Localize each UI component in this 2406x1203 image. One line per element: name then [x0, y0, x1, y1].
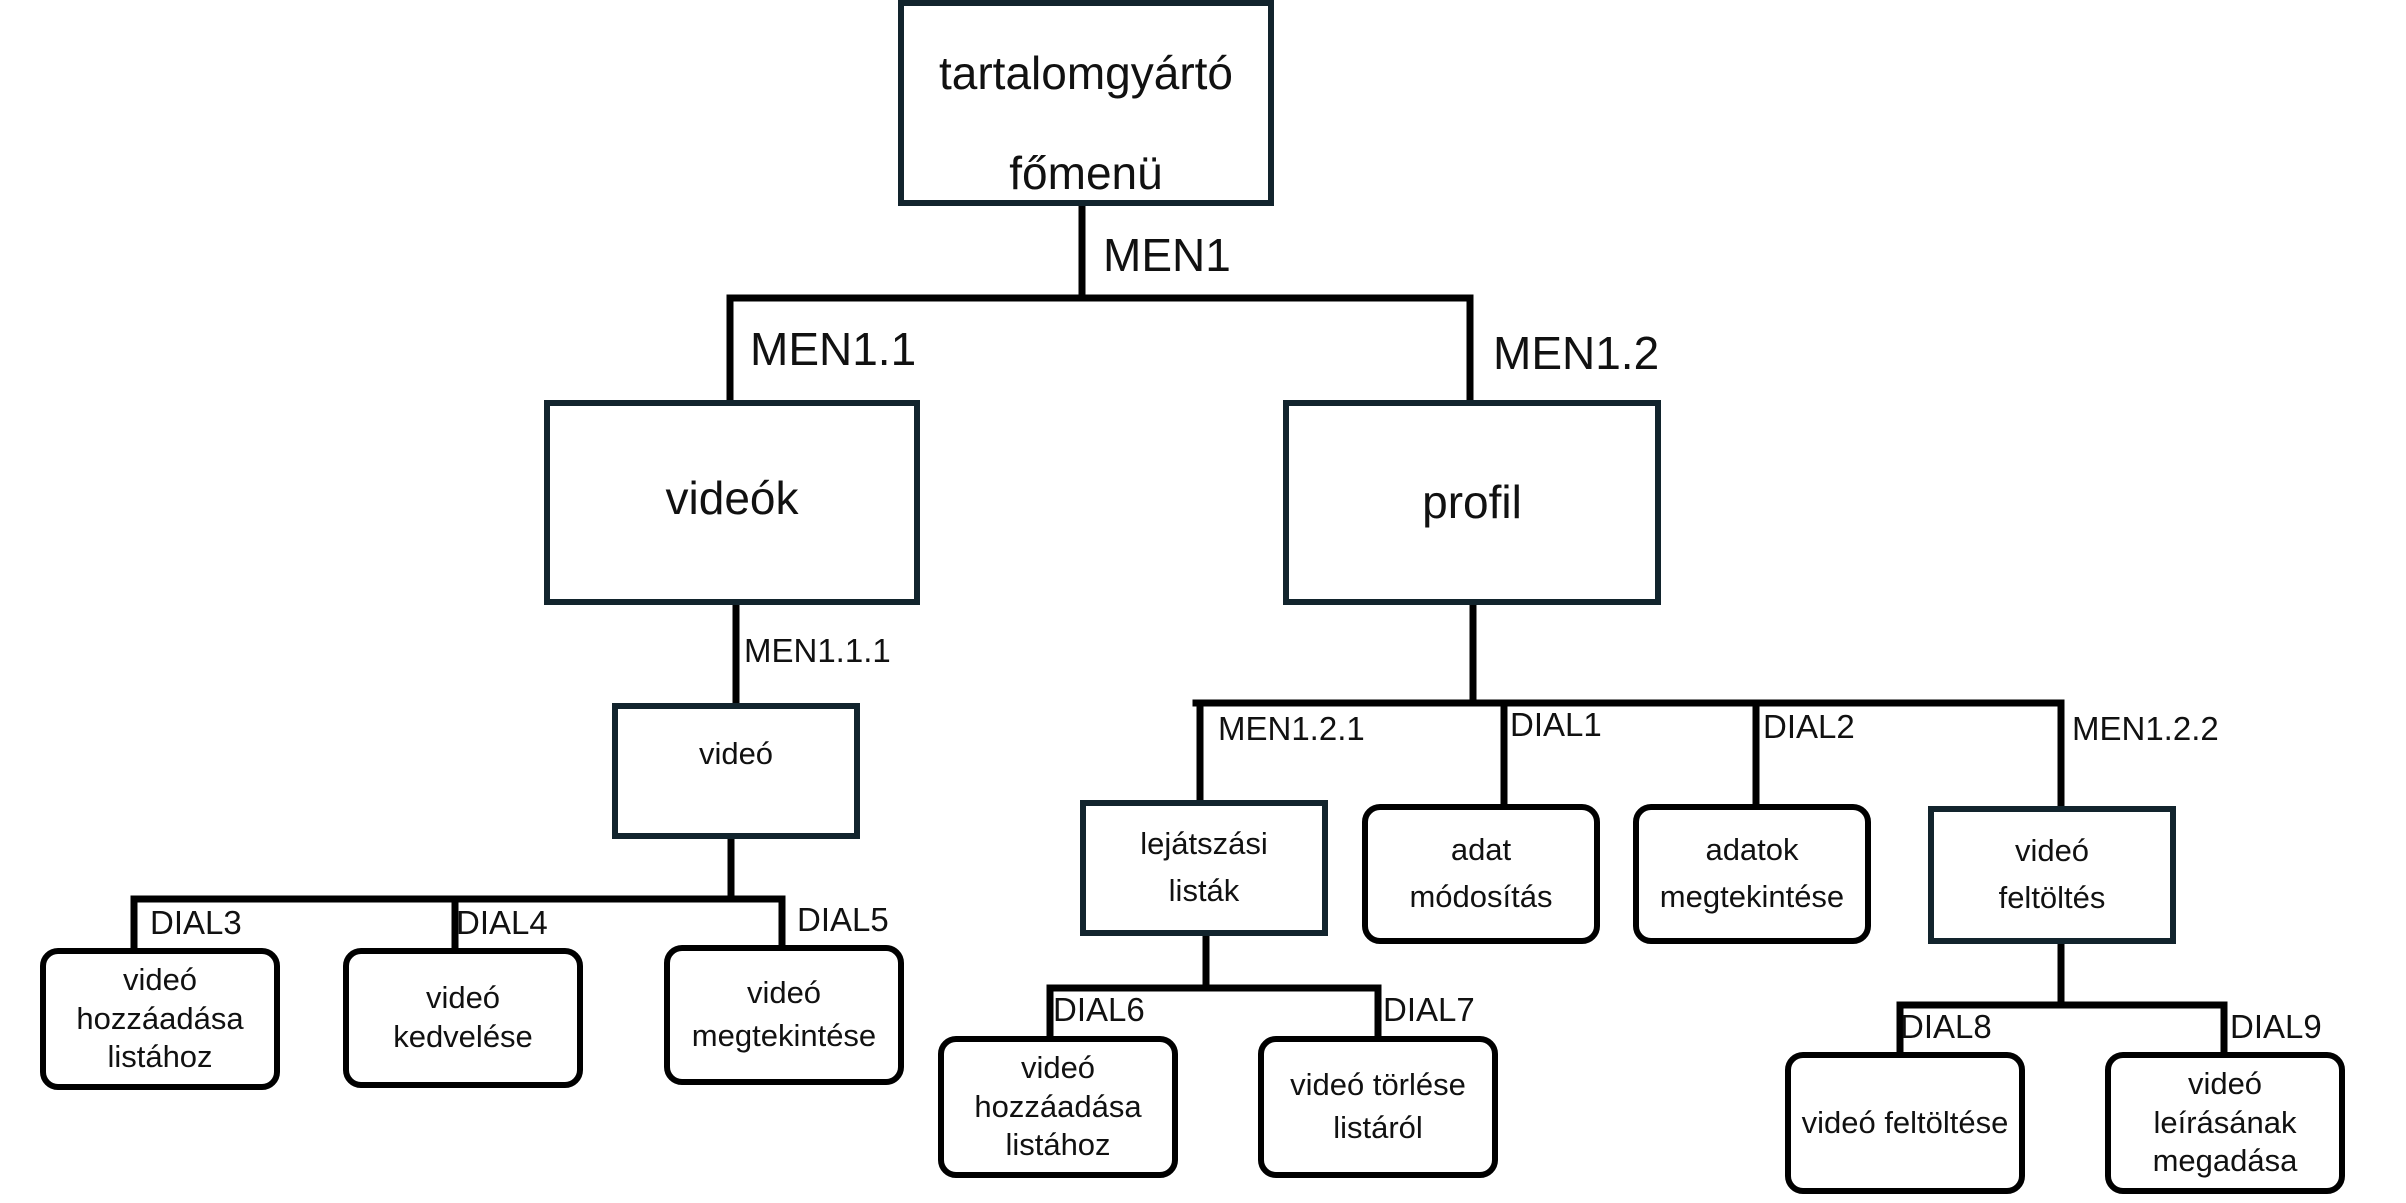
video-menu-label: videó: [698, 736, 774, 771]
dial6-line3: listához: [1005, 1127, 1111, 1163]
dial9-line3: megadása: [2152, 1143, 2298, 1179]
label-dial5: DIAL5: [797, 901, 889, 938]
label-dial6: DIAL6: [1053, 991, 1145, 1028]
playlists-menu-line2: listák: [1168, 873, 1240, 908]
label-dial9: DIAL9: [2230, 1008, 2322, 1045]
label-dial8: DIAL8: [1900, 1008, 1992, 1045]
video-upload-line2: feltöltés: [1998, 880, 2106, 915]
view-data-dialog: adatok megtekintése: [1633, 804, 1871, 944]
dial5-line2: megtekintése: [691, 1018, 877, 1053]
label-men1: MEN1: [1103, 229, 1231, 281]
view-data-line2: megtekintése: [1659, 879, 1845, 914]
upload-video-dialog: videó feltöltése: [1785, 1052, 2025, 1194]
dial9-line2: leírásának: [2153, 1104, 2297, 1140]
video-menu-box: videó: [612, 703, 860, 839]
main-menu-title: tartalomgyártó: [938, 47, 1233, 99]
main-menu-subtitle: főmenü: [1009, 147, 1163, 199]
edit-data-line2: módosítás: [1409, 879, 1553, 914]
like-video-dialog: videó kedvelése: [343, 948, 583, 1088]
video-description-dialog: videó leírásának megadása: [2105, 1052, 2345, 1194]
dial5-line1: videó: [746, 975, 822, 1011]
dial3-line2: hozzáadása: [76, 1000, 244, 1036]
label-men1-2: MEN1.2: [1493, 327, 1660, 379]
dial4-line2: kedvelése: [393, 1019, 533, 1054]
view-data-line1: adatok: [1705, 832, 1799, 868]
label-men1-1: MEN1.1: [750, 323, 917, 375]
playlists-menu-line1: lejátszási: [1140, 826, 1268, 862]
label-dial2: DIAL2: [1763, 708, 1855, 745]
watch-video-dialog: videó megtekintése: [664, 945, 904, 1085]
dial6-line2: hozzáadása: [974, 1088, 1142, 1124]
label-men1-2-1: MEN1.2.1: [1218, 710, 1365, 747]
profile-menu-label: profil: [1422, 475, 1522, 528]
label-men1-1-1: MEN1.1.1: [744, 632, 891, 669]
dial7-line2: listáról: [1333, 1110, 1423, 1145]
profile-menu-box: profil: [1283, 400, 1661, 605]
dial6-line1: videó: [1020, 1049, 1096, 1085]
add-video-to-list-dialog: videó hozzáadása listához: [938, 1036, 1178, 1178]
dial3-line1: videó: [122, 961, 198, 997]
label-men1-2-2: MEN1.2.2: [2072, 710, 2219, 747]
videos-menu-box: videók: [544, 400, 920, 605]
dial9-line1: videó: [2187, 1065, 2263, 1101]
videos-menu-label: videók: [665, 471, 799, 524]
delete-from-list-dialog: videó törlése listáról: [1258, 1036, 1498, 1178]
video-upload-menu-box: videó feltöltés: [1928, 806, 2176, 944]
edit-data-dialog: adat módosítás: [1362, 804, 1600, 944]
edit-data-line1: adat: [1450, 832, 1512, 868]
label-dial3: DIAL3: [150, 904, 242, 941]
dial8-line1: videó feltöltése: [1801, 1104, 2009, 1140]
label-dial1: DIAL1: [1510, 706, 1602, 743]
add-to-list-dialog: videó hozzáadása listához: [40, 948, 280, 1090]
video-upload-line1: videó: [2014, 833, 2090, 869]
dial3-line3: listához: [107, 1039, 213, 1075]
label-dial7: DIAL7: [1383, 991, 1475, 1028]
label-dial4: DIAL4: [456, 904, 548, 941]
dial7-line1: videó törlése: [1290, 1067, 1466, 1103]
main-menu-box: tartalomgyártó főmenü: [898, 0, 1274, 206]
dial4-line1: videó: [425, 980, 501, 1016]
playlists-menu-box: lejátszási listák: [1080, 800, 1328, 936]
